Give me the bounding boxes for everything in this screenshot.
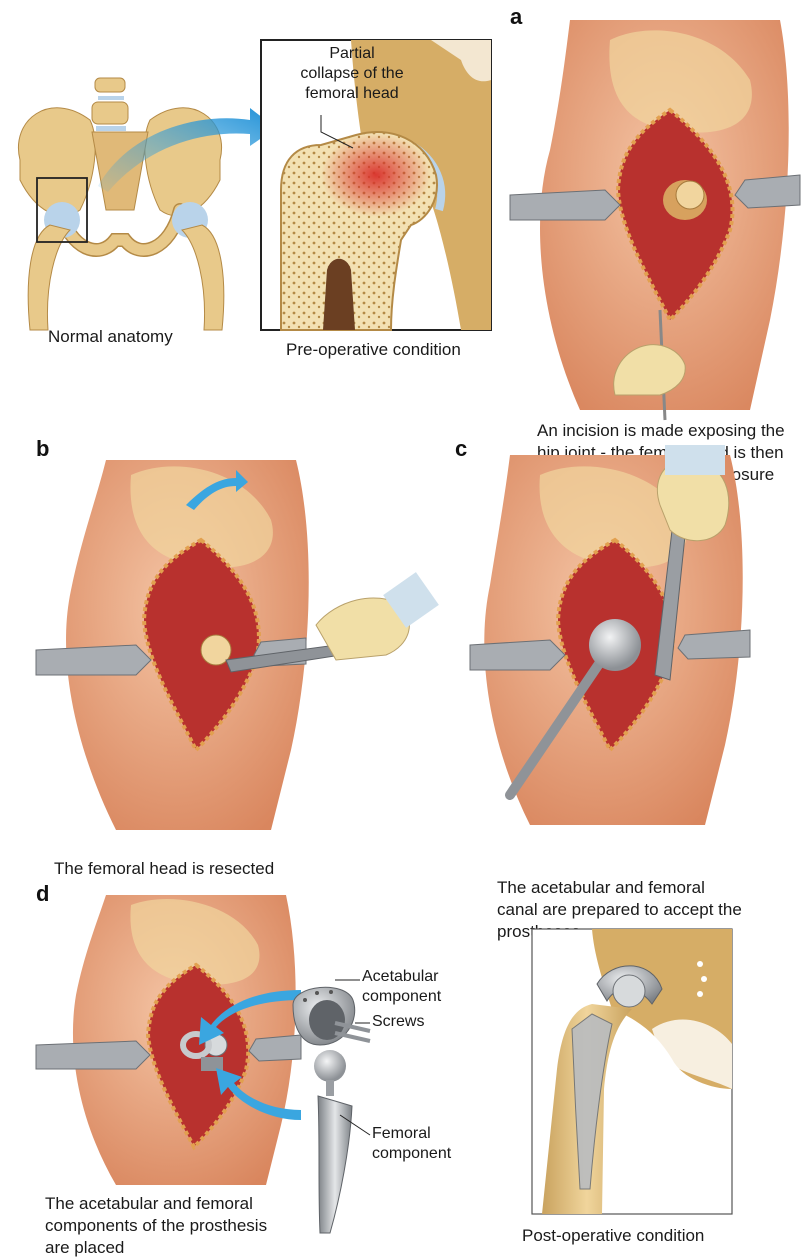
femoral-component-label: Femoral component <box>372 1124 451 1164</box>
step-b-caption: The femoral head is resected <box>54 858 274 880</box>
gloved-hand <box>605 335 695 405</box>
pre-operative-caption: Pre-operative condition <box>286 339 461 361</box>
normal-anatomy-caption: Normal anatomy <box>48 326 173 348</box>
panel-letter-c: c <box>455 436 467 462</box>
screws-label: Screws <box>372 1012 424 1032</box>
panel-letter-b: b <box>36 436 49 462</box>
surgical-site <box>470 445 800 825</box>
partial-collapse-label: Partial collapse of the femoral head <box>282 44 422 104</box>
post-operative-caption: Post-operative condition <box>522 1225 704 1247</box>
step-d-caption: The acetabular and femoral components of… <box>45 1193 267 1259</box>
post-operative-illustration <box>532 929 732 1214</box>
acetabular-component-label: Acetabular component <box>362 967 441 1007</box>
surgical-site <box>36 460 456 830</box>
